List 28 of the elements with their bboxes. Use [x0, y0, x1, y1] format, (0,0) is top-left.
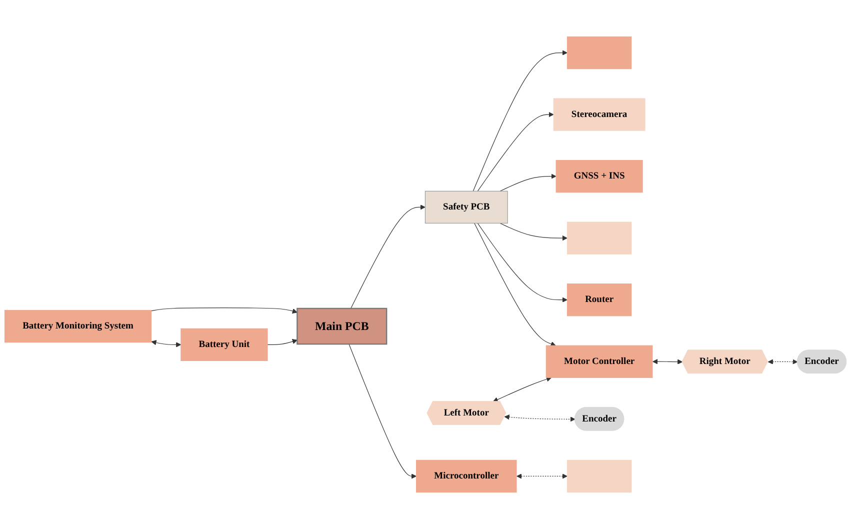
- node-box: Battery Unit: [180, 328, 268, 361]
- node-box: [566, 460, 632, 493]
- arrow: [472, 50, 568, 192]
- node-box: Motor Controller: [546, 345, 653, 378]
- arrow: [350, 204, 426, 309]
- arrow: [474, 222, 556, 346]
- node-box: Microcontroller: [416, 460, 517, 493]
- node-box: Router: [566, 284, 632, 316]
- node-box: Safety PCB: [424, 190, 508, 224]
- arrow: [652, 358, 683, 364]
- arrow: [477, 112, 554, 192]
- arrow: [492, 376, 552, 402]
- node-box: Battery Monitoring System: [4, 310, 152, 343]
- arrow: [348, 344, 417, 479]
- arrow: [500, 174, 556, 192]
- arrow: [504, 414, 576, 422]
- arrow: [267, 338, 298, 345]
- node-box: Stereocamera: [553, 98, 646, 131]
- arrow: [150, 308, 298, 314]
- arrow: [477, 222, 568, 302]
- node-box: GNSS + INS: [556, 160, 643, 193]
- arrow: [151, 340, 182, 348]
- arrow: [516, 474, 568, 479]
- node-box: [566, 36, 632, 70]
- node-box: [566, 222, 632, 254]
- node-box: Main PCB: [296, 308, 388, 345]
- arrow: [768, 359, 798, 364]
- arrow: [500, 222, 568, 241]
